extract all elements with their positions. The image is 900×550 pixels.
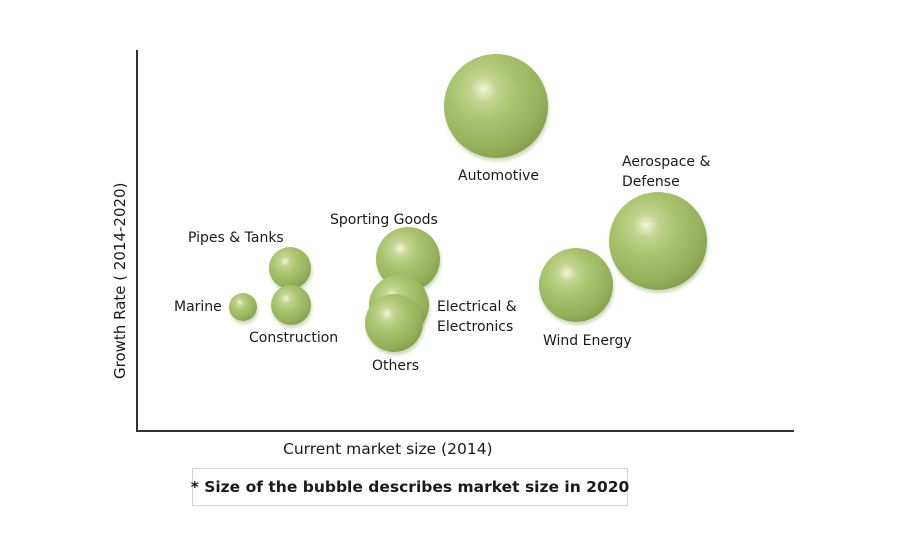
- x-axis-label: Current market size (2014): [283, 440, 493, 458]
- bubble-marine: [229, 293, 257, 321]
- bubble-pipes-and-tanks: [269, 247, 311, 289]
- bubble-label-others: Others: [372, 358, 420, 374]
- bubble-label-pipes-and-tanks: Pipes & Tanks: [188, 230, 284, 246]
- bubble-label-automotive: Automotive: [458, 168, 539, 184]
- y-axis-label: Growth Rate ( 2014-2020): [111, 182, 129, 379]
- bubble-label-wind-energy: Wind Energy: [543, 333, 632, 349]
- bubble-size-note: * Size of the bubble describes market si…: [190, 478, 630, 496]
- bubble-aerospace-and-defense: [609, 192, 707, 290]
- bubble-construction: [271, 285, 311, 325]
- bubble-label-electrical-and-electronics: Electrical & Electronics: [437, 299, 517, 335]
- bubble-label-marine: Marine: [174, 299, 222, 315]
- bubble-automotive: [444, 54, 548, 158]
- bubble-wind-energy: [539, 248, 613, 322]
- bubble-label-aerospace-and-defense: Aerospace & Defense: [622, 154, 711, 190]
- bubble-label-construction: Construction: [249, 330, 339, 346]
- x-axis-line: [136, 430, 794, 432]
- bubble-others: [365, 294, 423, 352]
- bubble-label-sporting-goods: Sporting Goods: [330, 212, 438, 228]
- y-axis-line: [136, 50, 138, 431]
- bubble-size-note-box: * Size of the bubble describes market si…: [190, 468, 630, 506]
